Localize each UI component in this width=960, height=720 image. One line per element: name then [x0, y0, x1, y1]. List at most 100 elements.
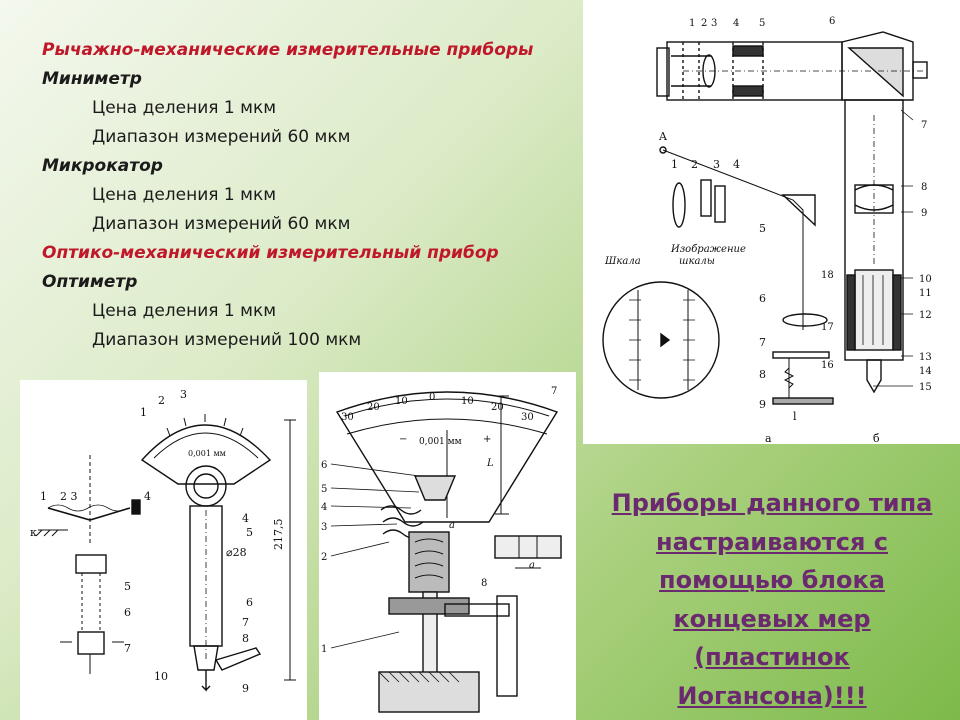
microcator-label-8: 8	[481, 578, 487, 589]
optimeter-label-14: 14	[919, 366, 932, 377]
minimeter-left-label-23: 2 3	[60, 490, 78, 503]
minimeter-left-label-7: 7	[124, 642, 131, 655]
microcator-label-3: 3	[321, 522, 327, 533]
note-line-3: помощью блока	[659, 566, 885, 594]
optimeter-label-11: 11	[919, 288, 932, 299]
note-line-1: Приборы данного типа	[611, 489, 933, 517]
microcator-label-5: 5	[321, 484, 327, 495]
optimeter-ray-label-2: 2	[691, 158, 698, 171]
optimeter-ray-lens	[672, 182, 686, 228]
minimeter-diameter-label: ⌀28	[226, 546, 247, 559]
optimeter-label-A: A	[658, 130, 668, 143]
optimeter-scale-label: Шкала	[604, 256, 641, 267]
minimeter-dial-head	[140, 424, 272, 485]
microcator-tick-20-right: 20	[491, 402, 504, 413]
microcator-label-7: 7	[551, 386, 557, 397]
optimeter-label-10: 10	[919, 274, 932, 285]
device-optimeter-name: Оптиметр	[42, 272, 138, 292]
device-optimeter-division: Цена деления 1 мкм	[92, 301, 277, 321]
optimeter-label-3: 3	[711, 18, 717, 29]
minimeter-left-label-4: 4	[144, 490, 151, 503]
minimeter-left-label-5: 5	[124, 580, 131, 593]
microcator-tick-0: 0	[429, 392, 435, 403]
optimeter-caption-b: б	[873, 432, 880, 444]
heading-optical-mechanical: Оптико-механический измерительный прибор	[42, 243, 499, 263]
slide-text: Рычажно-механические измерительные прибо…	[42, 36, 582, 355]
optimeter-label-12: 12	[919, 310, 932, 321]
minimeter-scale-text: 0,001 мм	[188, 449, 226, 458]
minimeter-label-8: 8	[242, 632, 249, 645]
optimeter-image-label-1: Изображение	[670, 244, 746, 255]
microcator-minus-sign: −	[399, 434, 407, 445]
optimeter-label-6: 6	[829, 16, 835, 27]
minimeter-label-5: 5	[246, 526, 253, 539]
optimeter-ray-label-9: 9	[759, 398, 766, 411]
optimeter-ray-label-3: 3	[713, 158, 720, 171]
gauge-block-note: Приборы данного типа настраиваются с пом…	[596, 484, 948, 715]
microcator-label-2: 2	[321, 552, 327, 563]
device-microcator-name: Микрокатор	[42, 156, 163, 176]
heading-lever-mechanical: Рычажно-механические измерительные прибо…	[42, 40, 534, 60]
device-optimeter-range: Диапазон измерений 100 мкм	[92, 330, 362, 350]
microcator-plus-sign: +	[483, 434, 491, 445]
note-line-2: настраиваются с	[656, 527, 888, 556]
minimeter-label-7: 7	[242, 616, 249, 629]
optimeter-ray-label-5: 5	[759, 222, 766, 235]
optimeter-label-16: 16	[821, 360, 834, 371]
minimeter-label-4: 4	[242, 512, 249, 525]
note-line-6: Иогансона)!!!	[677, 681, 867, 710]
device-minimeter-name: Миниметр	[42, 69, 142, 89]
optimeter-ray-label-6: 6	[759, 292, 766, 305]
device-minimeter-division: Цена деления 1 мкм	[92, 98, 277, 118]
minimeter-height-label: 217,5	[272, 519, 285, 551]
optimeter-ray-label-7: 7	[759, 336, 766, 349]
device-microcator-range: Диапазон измерений 60 мкм	[92, 214, 351, 234]
optimeter-label-4: 4	[733, 18, 739, 29]
optimeter-label-8: 8	[921, 182, 927, 193]
optimeter-label-l: l	[793, 410, 797, 423]
optimeter-label-7: 7	[921, 120, 927, 131]
note-line-4: концевых мер	[673, 604, 871, 633]
minimeter-label-2: 2	[158, 394, 165, 407]
microcator-diagram: 30 20 10 0 10 20 30 0,001 мм − + 6 5 4 3…	[319, 372, 576, 720]
minimeter-label-k: к	[30, 526, 37, 539]
microcator-label-a-1: a	[449, 520, 455, 531]
microcator-tick-10-left: 10	[395, 396, 408, 407]
optimeter-caption-a: а	[765, 432, 772, 444]
microcator-label-6: 6	[321, 460, 327, 471]
microcator-scale-text: 0,001 мм	[419, 437, 462, 447]
optimeter-diagram: 1 2 3 4 5 6 7 8 9 10 11 12 13 14 15 18 1…	[583, 0, 960, 444]
minimeter-label-9: 9	[242, 682, 249, 695]
optimeter-ray-label-4: 4	[733, 158, 740, 171]
device-microcator-division: Цена деления 1 мкм	[92, 185, 277, 205]
optimeter-image-label-2: шкалы	[679, 256, 715, 267]
microcator-label-L: L	[486, 458, 494, 469]
minimeter-left-label-6: 6	[124, 606, 131, 619]
note-line-5: (пластинок	[694, 643, 850, 671]
optimeter-ray-label-1: 1	[671, 158, 678, 171]
minimeter-label-1: 1	[140, 406, 147, 419]
microcator-tick-10-right: 10	[461, 396, 474, 407]
microcator-scale-housing	[335, 391, 559, 523]
minimeter-label-6: 6	[246, 596, 253, 609]
microcator-label-4: 4	[321, 502, 327, 513]
optimeter-label-2: 2	[701, 18, 707, 29]
optimeter-label-5: 5	[759, 18, 765, 29]
microcator-label-1: 1	[321, 644, 327, 655]
optimeter-eyepiece-view	[602, 281, 720, 399]
optimeter-label-13: 13	[919, 352, 932, 363]
microcator-label-a-2: a	[529, 560, 535, 571]
microcator-tick-30-right: 30	[521, 412, 534, 423]
optimeter-label-9: 9	[921, 208, 927, 219]
microcator-tick-20-left: 20	[367, 402, 380, 413]
optimeter-label-15: 15	[919, 382, 932, 393]
minimeter-label-3: 3	[180, 388, 187, 401]
optimeter-ray-label-8: 8	[759, 368, 766, 381]
optimeter-label-1: 1	[689, 18, 695, 29]
microcator-tick-30-left: 30	[341, 412, 354, 423]
device-minimeter-range: Диапазон измерений 60 мкм	[92, 127, 351, 147]
minimeter-left-label-1: 1	[40, 490, 47, 503]
minimeter-label-10: 10	[154, 670, 168, 683]
optimeter-light-source	[659, 146, 667, 154]
optimeter-label-18: 18	[821, 270, 834, 281]
